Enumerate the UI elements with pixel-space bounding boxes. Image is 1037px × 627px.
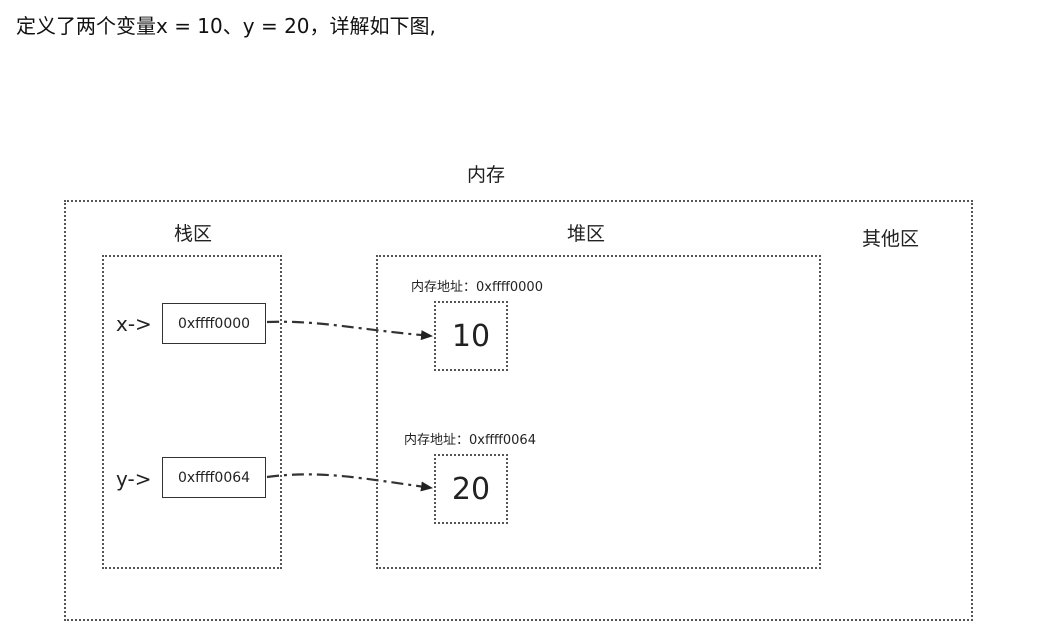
var-y-address-box: 0xffff0064	[162, 457, 266, 498]
heap-label: 堆区	[567, 223, 606, 245]
heap-region	[376, 255, 821, 569]
var-x-address-box: 0xffff0000	[162, 303, 266, 344]
heap-cell-2-address: 内存地址：0xffff0064	[404, 433, 536, 448]
intro-text: 定义了两个变量x = 10、y = 20，详解如下图,	[16, 14, 436, 38]
other-label: 其他区	[862, 228, 920, 250]
stack-region	[102, 255, 282, 569]
var-y-label: y->	[116, 467, 152, 491]
heap-cell-2-value: 20	[434, 454, 508, 524]
stack-label: 栈区	[174, 223, 213, 245]
pointer-arrow-x	[266, 320, 433, 341]
memory-label: 内存	[467, 164, 506, 186]
var-x-label: x->	[116, 312, 152, 336]
memory-region	[64, 200, 973, 621]
heap-cell-1-value: 10	[434, 301, 508, 371]
heap-cell-1-address: 内存地址：0xffff0000	[411, 280, 543, 295]
pointer-arrow-y	[266, 473, 433, 492]
